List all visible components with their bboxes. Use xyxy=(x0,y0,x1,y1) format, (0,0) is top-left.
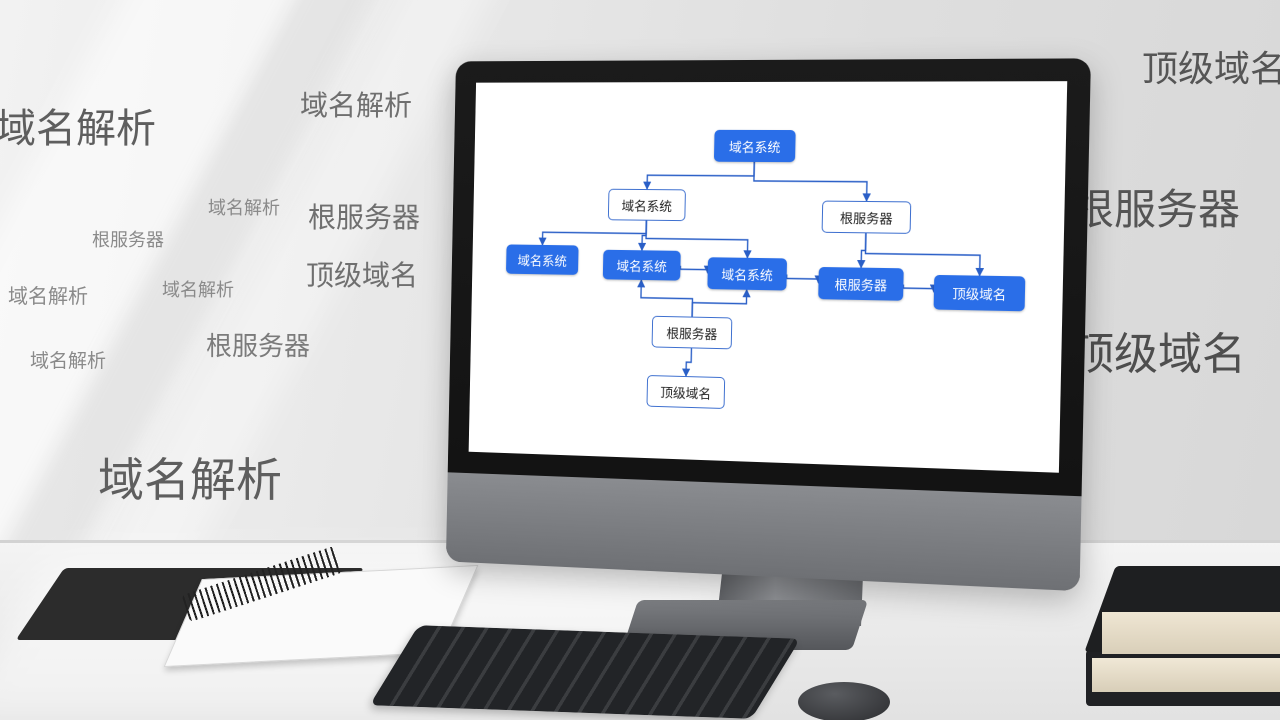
wall-text: 顶级域名 xyxy=(306,259,419,292)
book-pages xyxy=(1092,658,1280,692)
dns-diagram: 域名系统 域名系统 根服务器 域名系统 域名系统 域名系统 根服务器 顶级域名 … xyxy=(469,81,1068,473)
diagram-edge xyxy=(542,220,646,247)
wall-text: 域名解析 xyxy=(0,106,156,152)
wall-text: 根服务器 xyxy=(206,332,311,362)
diagram-edge xyxy=(647,161,754,190)
mouse xyxy=(798,682,890,720)
diagram-node: 域名系统 xyxy=(713,129,796,163)
diagram-edge xyxy=(754,162,868,201)
wall-text: 根服务器 xyxy=(92,230,164,251)
diagram-edge xyxy=(686,348,691,376)
keyboard xyxy=(369,625,801,719)
diagram-node: 顶级域名 xyxy=(646,374,726,410)
wall-text: 根服务器 xyxy=(308,201,421,234)
diagram-node: 根服务器 xyxy=(651,315,733,350)
diagram-edge xyxy=(680,266,708,273)
diagram-node: 域名系统 xyxy=(602,249,681,281)
diagram-edge xyxy=(787,274,819,283)
wall-text: 域名解析 xyxy=(300,89,413,122)
diagram-node: 域名系统 xyxy=(505,244,579,275)
wall-text: 域名解析 xyxy=(8,284,88,308)
wall-text: 域名解析 xyxy=(208,198,280,219)
wall-text: 域名解析 xyxy=(30,350,107,372)
diagram-edge xyxy=(903,285,934,293)
diagram-node: 顶级域名 xyxy=(933,274,1026,312)
diagram-edge xyxy=(692,289,747,318)
wall-text: 顶级域名 xyxy=(1142,49,1280,90)
monitor: 域名系统 域名系统 根服务器 域名系统 域名系统 域名系统 根服务器 顶级域名 … xyxy=(446,58,1091,591)
diagram-node: 根服务器 xyxy=(821,200,912,234)
wall-text: 顶级域名 xyxy=(1070,329,1246,380)
book-pages xyxy=(1102,612,1280,654)
diagram-node: 域名系统 xyxy=(707,257,788,291)
wall-text: 根服务器 xyxy=(1072,185,1241,234)
diagram-node: 域名系统 xyxy=(607,188,686,222)
diagram-edge xyxy=(641,280,693,317)
wall-text: 域名解析 xyxy=(98,453,282,507)
monitor-screen: 域名系统 域名系统 根服务器 域名系统 域名系统 域名系统 根服务器 顶级域名 … xyxy=(469,81,1068,473)
wall-text: 域名解析 xyxy=(162,280,234,301)
diagram-node: 根服务器 xyxy=(818,266,904,301)
